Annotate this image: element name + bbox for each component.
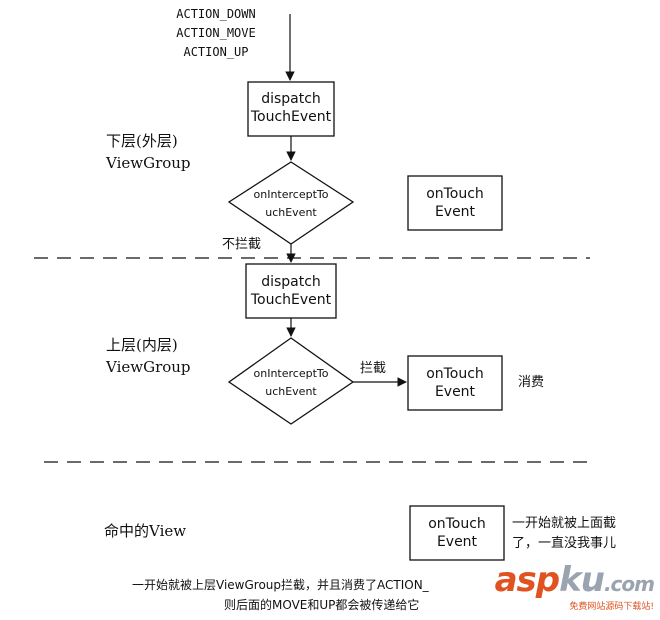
upper-dispatch-line2: TouchEvent bbox=[250, 292, 332, 308]
lower-title-line2: ViewGroup bbox=[106, 154, 191, 172]
lower-touch-box bbox=[407, 175, 503, 231]
watermark-brand-a: asp bbox=[494, 560, 561, 600]
upper-intercept-text: onInterceptTo uchEvent bbox=[232, 365, 350, 401]
lower-dispatch-text: dispatch TouchEvent bbox=[248, 90, 334, 126]
event-down-label: ACTION_DOWN bbox=[176, 7, 256, 21]
lower-touch-line2: Event bbox=[434, 204, 476, 220]
upper-touch-box bbox=[407, 355, 503, 411]
view-touch-box bbox=[409, 505, 505, 561]
upper-title-line1: 上层(内层) bbox=[106, 336, 178, 354]
lower-title-line1: 下层(外层) bbox=[106, 132, 178, 150]
upper-touch-line2: Event bbox=[434, 384, 476, 400]
upper-intercept-line1: onInterceptTo bbox=[253, 367, 329, 380]
lower-dispatch-line1: dispatch bbox=[261, 91, 321, 107]
footer-caption: 一开始就被上层ViewGroup拦截，并且消费了ACTION_ 则后面的MOVE… bbox=[132, 575, 429, 615]
lower-intercept-line2: uchEvent bbox=[265, 206, 317, 219]
event-move-label: ACTION_MOVE bbox=[176, 26, 256, 40]
view-touch-line1: onTouch bbox=[428, 516, 486, 532]
footer-line2: 则后面的MOVE和UP都会被传递给它 bbox=[224, 598, 420, 612]
view-title: 命中的View bbox=[104, 522, 187, 540]
view-touch-line2: Event bbox=[436, 534, 478, 550]
no-intercept-label: 不拦截 bbox=[222, 237, 262, 252]
watermark-brand-b: ku bbox=[559, 560, 605, 600]
upper-dispatch-line1: dispatch bbox=[261, 274, 321, 290]
view-note: 一开始就被上面截 了，一直没我事儿 bbox=[512, 514, 616, 554]
intercept-label: 拦截 bbox=[360, 361, 387, 376]
view-note-line1: 一开始就被上面截 bbox=[512, 516, 617, 531]
upper-touch-line1: onTouch bbox=[426, 366, 484, 382]
footer-line1: 一开始就被上层ViewGroup拦截，并且消费了ACTION_ bbox=[132, 578, 429, 592]
upper-dispatch-box bbox=[245, 263, 337, 319]
event-up-label: ACTION_UP bbox=[183, 45, 249, 59]
lower-touch-text: onTouch Event bbox=[408, 185, 502, 221]
upper-title-line2: ViewGroup bbox=[106, 358, 191, 376]
lower-viewgroup-title: 下层(外层) ViewGroup bbox=[106, 130, 191, 174]
upper-dispatch-text: dispatch TouchEvent bbox=[246, 273, 336, 309]
lower-touch-line1: onTouch bbox=[426, 186, 484, 202]
watermark-sub: 免费网站源码下载站! bbox=[569, 602, 654, 612]
upper-viewgroup-title: 上层(内层) ViewGroup bbox=[106, 334, 191, 378]
watermark-brand-c: .com bbox=[603, 572, 655, 596]
consume-label: 消费 bbox=[518, 375, 545, 390]
watermark-logo: aspku.com 免费网站源码下载站! bbox=[494, 560, 655, 612]
upper-intercept-line2: uchEvent bbox=[265, 385, 317, 398]
lower-intercept-text: onInterceptTo uchEvent bbox=[232, 186, 350, 222]
view-note-line2: 了，一直没我事儿 bbox=[512, 536, 617, 551]
upper-touch-text: onTouch Event bbox=[408, 365, 502, 401]
upper-intercept-diamond bbox=[227, 337, 355, 425]
lower-dispatch-line2: TouchEvent bbox=[250, 109, 332, 125]
lower-intercept-line1: onInterceptTo bbox=[253, 188, 329, 201]
view-touch-text: onTouch Event bbox=[410, 515, 504, 551]
